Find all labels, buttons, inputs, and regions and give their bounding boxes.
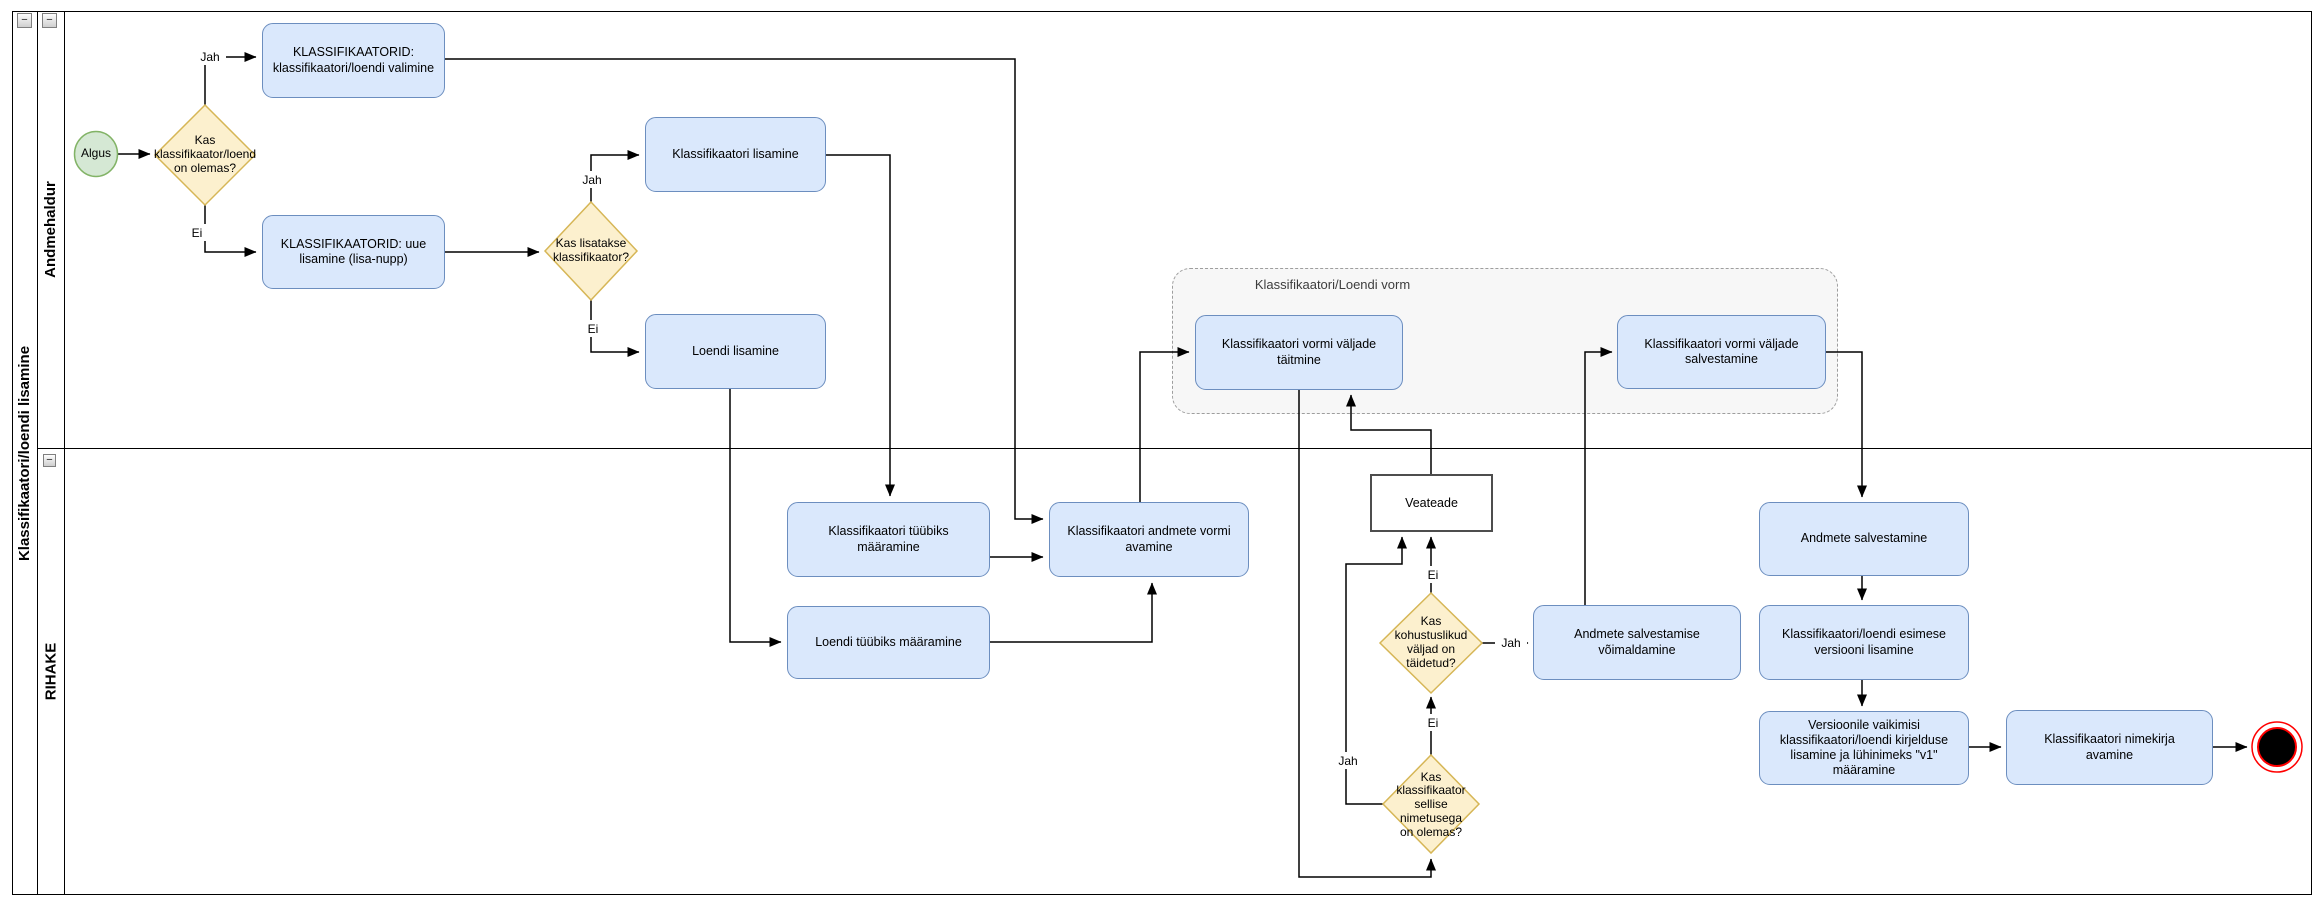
task-veateade[interactable]: Veateade <box>1370 474 1493 532</box>
task-klassifikaatorid-uue-lisamine[interactable]: KLASSIFIKAATORID: uue lisamine (lisa-nup… <box>262 215 445 289</box>
edge-label-d3-jah: Jah <box>1495 634 1527 651</box>
minus-icon: − <box>21 14 28 26</box>
edge-label-d2-ei: Ei <box>579 320 607 337</box>
task-andmete-salvestamine[interactable]: Andmete salvestamine <box>1759 502 1969 576</box>
flow-connectors <box>118 52 2248 878</box>
edge-d2-ei-loendilisamine <box>590 300 640 357</box>
pool-border <box>12 11 2312 895</box>
decision-lisatakse-shape[interactable] <box>543 200 639 302</box>
edge-vormiavamine-taitmine <box>1139 347 1190 502</box>
edge-label-d4-ei: Ei <box>1419 714 1447 731</box>
task-esimese-versiooni-lisamine[interactable]: Klassifikaatori/loendi esimese versiooni… <box>1759 605 1969 680</box>
edge-vormsalvestamine-andmed <box>1826 351 1867 498</box>
minus-icon: − <box>46 14 53 26</box>
end-event-inner-disc <box>2257 727 2297 767</box>
task-loendi-lisamine[interactable]: Loendi lisamine <box>645 314 826 389</box>
edge-label-d1-ei: Ei <box>183 224 211 241</box>
lane-label-divider <box>64 11 65 895</box>
decision-olemas-shape[interactable] <box>153 103 257 207</box>
edge-d1-ei-uuelisamine <box>204 205 257 257</box>
edge-valimine-vormiavamine <box>445 58 1044 524</box>
task-vormi-valjade-taitmine[interactable]: Klassifikaatori vormi väljade täitmine <box>1195 315 1403 390</box>
task-andmete-vormi-avamine[interactable]: Klassifikaatori andmete vormi avamine <box>1049 502 1249 577</box>
edge-klasslisamine-tuubiks <box>826 154 895 497</box>
task-loendi-tuubiks[interactable]: Loendi tüübiks määramine <box>787 606 990 679</box>
edge-d4-jah-veateade <box>1345 536 1407 805</box>
pool-title-divider <box>37 11 38 895</box>
lane-andmehaldur-collapse-button[interactable]: − <box>42 13 57 28</box>
pool-collapse-button[interactable]: − <box>17 13 32 28</box>
edge-label-d4-jah: Jah <box>1332 752 1364 769</box>
task-versioonile-vaikimisi[interactable]: Versioonile vaikimisi klassifikaatori/lo… <box>1759 711 1969 785</box>
edge-veateade-taitmine <box>1346 394 1432 474</box>
edge-voimaldamine-salvestamine <box>1584 347 1613 605</box>
edge-label-d2-jah: Jah <box>576 171 608 188</box>
lane-divider <box>37 448 2312 449</box>
task-salvestamise-voimaldamine[interactable]: Andmete salvestamise võimaldamine <box>1533 605 1741 680</box>
decision-kohustuslikud-shape[interactable] <box>1378 591 1484 695</box>
task-klassifikaatorid-valimine[interactable]: KLASSIFIKAATORID: klassifikaatori/loendi… <box>262 23 445 98</box>
minus-icon: − <box>46 454 53 466</box>
lane-rihake-collapse-button[interactable]: − <box>43 454 56 467</box>
task-klassifikaatori-lisamine[interactable]: Klassifikaatori lisamine <box>645 117 826 192</box>
edge-loendilisamine-tuubiks <box>729 389 782 647</box>
decision-nimetusega-shape[interactable] <box>1381 753 1481 855</box>
edge-taitmine-d4 <box>1298 390 1436 878</box>
task-nimekirja-avamine[interactable]: Klassifikaatori nimekirja avamine <box>2006 710 2213 785</box>
task-klassifikaatori-tuubiks[interactable]: Klassifikaatori tüübiks määramine <box>787 502 990 577</box>
task-vormi-valjade-salvestamine[interactable]: Klassifikaatori vormi väljade salvestami… <box>1617 315 1826 389</box>
edge-label-d3-ei: Ei <box>1419 566 1447 583</box>
start-event-shape[interactable] <box>73 130 119 178</box>
group-label: Klassifikaatori/Loendi vorm <box>1254 277 1411 292</box>
edge-label-d1-jah: Jah <box>194 48 226 65</box>
edge-loenditubiks-vormiavamine <box>990 582 1157 643</box>
